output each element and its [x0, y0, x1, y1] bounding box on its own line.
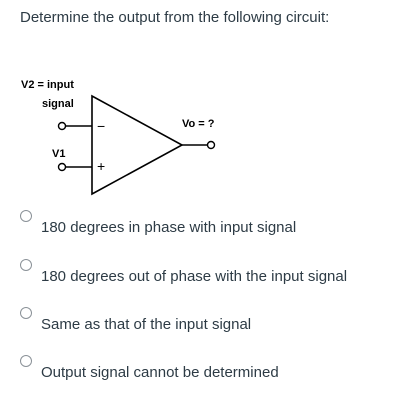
radio-button-icon[interactable] [20, 355, 32, 367]
question-text: Determine the output from the following … [20, 9, 330, 26]
answer-option-3[interactable]: Same as that of the input signal [20, 307, 400, 337]
answer-option-1[interactable]: 180 degrees in phase with input signal [20, 210, 400, 240]
radio-button-icon[interactable] [20, 210, 32, 222]
answer-option-4[interactable]: Output signal cannot be determined [20, 355, 400, 385]
answer-option-2[interactable]: 180 degrees out of phase with the input … [20, 259, 400, 289]
radio-button-icon[interactable] [20, 307, 32, 319]
answer-label[interactable]: Same as that of the input signal [41, 316, 252, 333]
answer-label[interactable]: 180 degrees in phase with input signal [41, 219, 297, 236]
answer-label[interactable]: 180 degrees out of phase with the input … [41, 268, 348, 285]
radio-button-icon[interactable] [20, 259, 32, 271]
answer-label[interactable]: Output signal cannot be determined [41, 364, 279, 381]
